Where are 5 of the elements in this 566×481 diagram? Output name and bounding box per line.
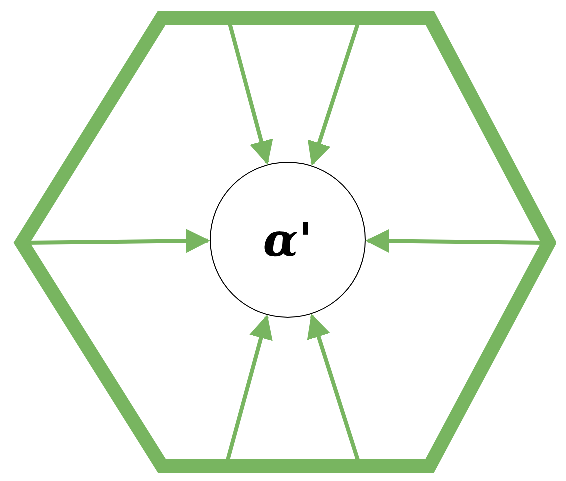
arrow	[226, 314, 273, 461]
arrow	[308, 23, 360, 166]
node-label: α'	[263, 217, 313, 263]
arrow	[228, 23, 274, 166]
arrow	[307, 314, 360, 461]
